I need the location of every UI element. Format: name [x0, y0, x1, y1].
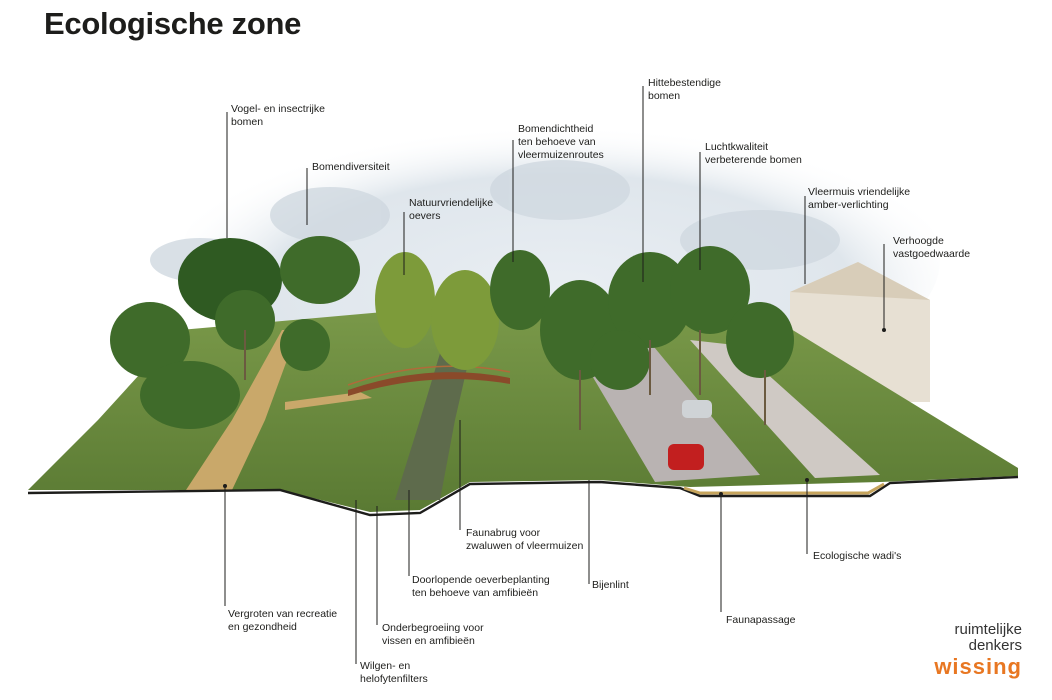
label-bijenlint: Bijenlint	[592, 579, 629, 591]
label-vogel-insectrijke-bomen: Vogel- en insectrijke bomen	[231, 103, 325, 128]
label-hittebestendige-bomen: Hittebestendige bomen	[648, 77, 721, 102]
label-faunapassage: Faunapassage	[726, 614, 796, 626]
label-oeverbeplanting: Doorlopende oeverbeplanting ten behoeve …	[412, 574, 550, 599]
label-onderbegroeiing: Onderbegroeiing voor vissen en amfibieën	[382, 622, 484, 647]
trees	[110, 236, 794, 429]
label-wilgen-helofytenfilters: Wilgen- en helofytenfilters	[360, 660, 428, 685]
silver-car	[682, 400, 712, 418]
sidewalk	[690, 340, 880, 478]
label-bomendichtheid: Bomendichtheid ten behoeve van vleermuiz…	[518, 123, 604, 161]
page-title: Ecologische zone	[44, 6, 302, 41]
label-natuurvriendelijke-oevers: Natuurvriendelijke oevers	[409, 197, 494, 222]
label-vastgoedwaarde: Verhoogde vastgoedwaarde	[893, 235, 971, 260]
section-outline	[27, 475, 1019, 517]
logo-line-2: denkers	[968, 637, 1022, 654]
footpath	[186, 330, 298, 490]
label-recreatie: Vergroten van recreatie en gezondheid	[228, 608, 338, 633]
bridge	[347, 365, 511, 396]
side-path	[285, 392, 372, 410]
leader-dots	[223, 328, 886, 496]
logo-brand: wissing	[934, 654, 1022, 679]
logo-line-1: ruimtelijke	[954, 621, 1022, 638]
label-faunabrug: Faunabrug voor zwaluwen of vleermuizen	[466, 527, 584, 552]
label-ecologische-wadis: Ecologische wadi's	[813, 550, 902, 562]
label-bomendiversiteit: Bomendiversiteit	[312, 161, 390, 173]
company-logo: ruimtelijke denkers wissing	[934, 622, 1022, 680]
label-vleermuis-verlichting: Vleermuis vriendelijke amber-verlichting	[808, 186, 911, 211]
label-luchtkwaliteit: Luchtkwaliteit verbeterende bomen	[705, 141, 802, 166]
fauna-passage-tube	[683, 482, 885, 495]
tree-trunks	[244, 330, 766, 430]
leader-lines	[224, 86, 885, 664]
red-car	[668, 444, 704, 470]
